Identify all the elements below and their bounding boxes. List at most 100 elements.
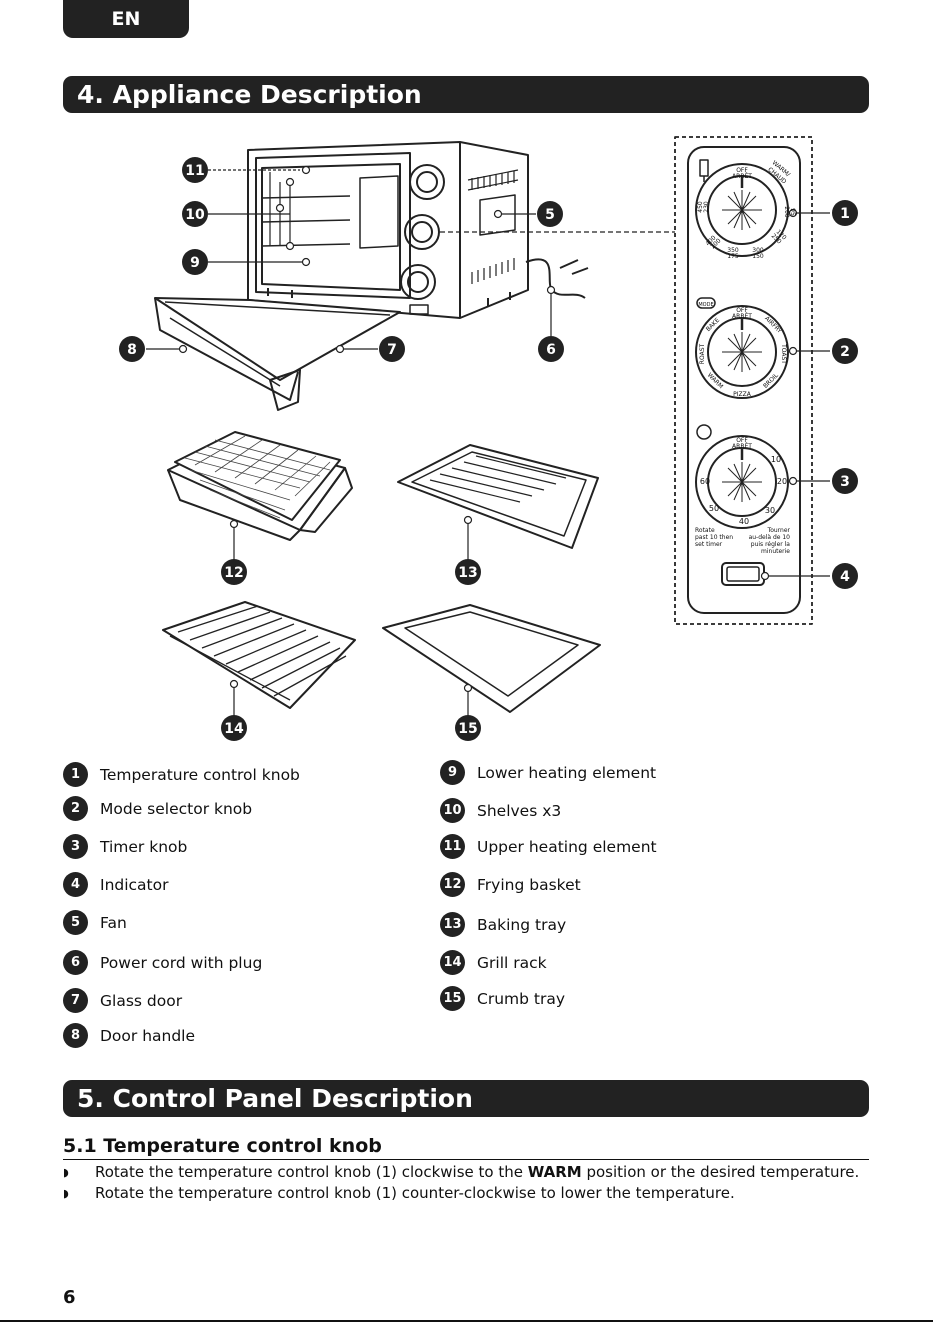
dial1-label: 230 <box>703 201 710 213</box>
dial2-label: ROAST <box>699 343 706 364</box>
dial1-label: 300 <box>752 247 764 254</box>
callout-10: 10 <box>182 201 208 227</box>
instruction-list: ◗ Rotate the temperature control knob (1… <box>63 1163 869 1205</box>
instruction-text: Rotate the temperature control knob (1) … <box>95 1163 860 1181</box>
callout-2: 2 <box>832 338 858 364</box>
callout-9: 9 <box>182 249 208 275</box>
timer-note-en: past 10 then <box>695 534 733 541</box>
svg-text:1: 1 <box>840 206 850 222</box>
crumb-tray-drawing <box>382 604 601 713</box>
svg-text:6: 6 <box>546 342 556 358</box>
legend-number: 13 <box>440 912 465 937</box>
legend-item: 14 Grill rack <box>440 950 547 975</box>
legend-item: 9 Lower heating element <box>440 760 656 785</box>
legend-item: 12 Frying basket <box>440 872 581 897</box>
callout-badges: 11 10 9 8 7 6 5 1 2 3 4 12 13 14 15 <box>119 157 858 741</box>
section-4-title: 4. Appliance Description <box>63 76 869 113</box>
svg-text:14: 14 <box>224 721 244 737</box>
appliance-illustration: OFF ARRÊT WARM/ CHAUD 450 230 400 200 35… <box>119 136 858 741</box>
dial1-label: 95 <box>789 208 796 216</box>
callout-leaders <box>146 169 830 716</box>
instruction-item: ◗ Rotate the temperature control knob (1… <box>63 1163 869 1181</box>
language-tab: EN <box>63 0 189 38</box>
legend-text: Lower heating element <box>477 763 657 782</box>
dial2-label: TOAST <box>780 343 787 364</box>
frying-basket-drawing <box>167 431 353 541</box>
dial1-label: ARRÊT <box>732 172 752 180</box>
page-number: 6 <box>63 1287 76 1308</box>
legend-item: 8 Door handle <box>63 1023 195 1048</box>
legend-number: 4 <box>63 872 88 897</box>
legend-number: 14 <box>440 950 465 975</box>
legend-text: Mode selector knob <box>100 799 253 818</box>
dial1-label: 200 <box>783 206 790 218</box>
control-panel-drawing <box>674 136 813 625</box>
callout-4: 4 <box>832 563 858 589</box>
legend-text: Shelves x3 <box>477 801 562 820</box>
svg-text:9: 9 <box>190 255 200 271</box>
legend-number: 12 <box>440 872 465 897</box>
legend-item: 15 Crumb tray <box>440 986 565 1011</box>
legend-number: 1 <box>63 762 88 787</box>
callout-15: 15 <box>455 715 481 741</box>
callout-3: 3 <box>832 468 858 494</box>
dial3-label: 30 <box>765 506 775 515</box>
timer-note-fr: Tourner <box>767 527 791 534</box>
legend-number: 7 <box>63 988 88 1013</box>
legend-text: Crumb tray <box>477 989 566 1008</box>
dial2-label: ARRÊT <box>732 312 752 320</box>
dial3-label: OFF <box>736 437 748 444</box>
legend-number: 10 <box>440 798 465 823</box>
legend-item: 5 Fan <box>63 910 127 935</box>
svg-text:12: 12 <box>224 565 243 581</box>
legend-item: 4 Indicator <box>63 872 169 897</box>
legend-text: Fan <box>100 913 127 932</box>
svg-text:15: 15 <box>458 721 477 737</box>
legend-text: Temperature control knob <box>100 765 300 784</box>
callout-6: 6 <box>538 336 564 362</box>
parts-legend: 1 Temperature control knob 2 Mode select… <box>63 758 869 1058</box>
bullet-icon: ◗ <box>63 1166 69 1179</box>
legend-text: Timer knob <box>100 837 188 856</box>
dial1-label: 150 <box>752 253 764 260</box>
dial3-label: 40 <box>739 517 749 526</box>
dial3-label: 60 <box>700 477 710 486</box>
bullet-icon: ◗ <box>63 1187 69 1200</box>
legend-text: Power cord with plug <box>100 953 263 972</box>
svg-text:2: 2 <box>840 344 850 360</box>
svg-text:3: 3 <box>840 474 850 490</box>
legend-number: 6 <box>63 950 88 975</box>
dial1-label: OFF <box>736 167 748 174</box>
dial3-label: ARRÊT <box>732 442 752 450</box>
dial2-label: PIZZA <box>733 391 752 398</box>
timer-note: Rotate past 10 then set timer Tourner au… <box>695 527 791 555</box>
instruction-item: ◗ Rotate the temperature control knob (1… <box>63 1184 869 1202</box>
legend-item: 6 Power cord with plug <box>63 950 262 975</box>
legend-text: Grill rack <box>477 953 547 972</box>
timer-note-fr: puis régler la <box>751 541 791 548</box>
callout-7: 7 <box>379 336 405 362</box>
legend-text: Frying basket <box>477 875 581 894</box>
legend-number: 11 <box>440 834 465 859</box>
timer-note-en: set timer <box>695 541 723 548</box>
svg-text:11: 11 <box>185 163 204 179</box>
legend-number: 3 <box>63 834 88 859</box>
callout-14: 14 <box>221 715 247 741</box>
bottom-rule <box>0 1320 933 1322</box>
callout-13: 13 <box>455 559 481 585</box>
legend-number: 15 <box>440 986 465 1011</box>
legend-text: Upper heating element <box>477 837 657 856</box>
legend-item: 7 Glass door <box>63 988 182 1013</box>
dial3-label: 10 <box>771 455 781 464</box>
legend-item: 10 Shelves x3 <box>440 798 561 823</box>
callout-8: 8 <box>119 336 145 362</box>
svg-text:5: 5 <box>545 207 555 223</box>
legend-item: 3 Timer knob <box>63 834 187 859</box>
legend-number: 5 <box>63 910 88 935</box>
svg-text:8: 8 <box>127 342 137 358</box>
dial3-label: 50 <box>709 504 719 513</box>
svg-text:7: 7 <box>387 342 397 358</box>
dial1-label: 175 <box>727 253 739 260</box>
legend-text: Door handle <box>100 1026 196 1045</box>
callout-11: 11 <box>182 157 208 183</box>
